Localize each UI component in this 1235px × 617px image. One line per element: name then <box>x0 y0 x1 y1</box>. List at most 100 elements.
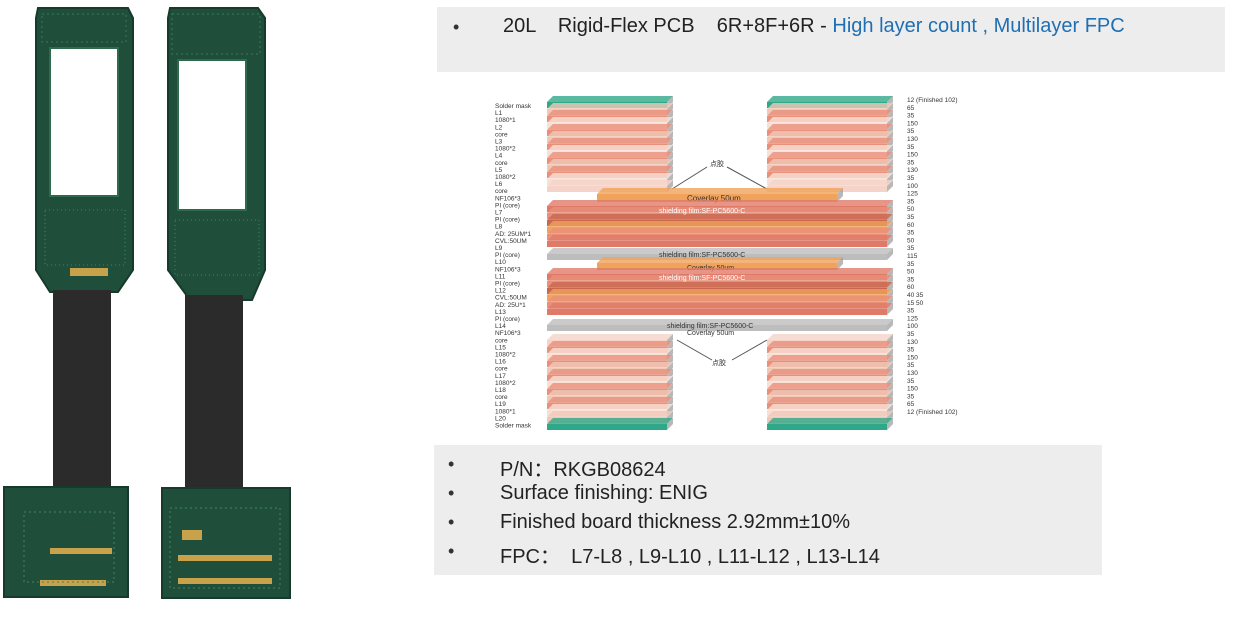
stack-layer-side <box>887 180 893 192</box>
stack-layer-top <box>547 180 673 186</box>
stack-layer <box>767 424 887 430</box>
stack-layer-top <box>767 355 893 361</box>
left-layer-label: PI (core) <box>495 316 520 323</box>
left-layer-label: L17 <box>495 373 506 380</box>
right-thickness-label: 35 <box>907 362 915 369</box>
left-layer-label: NF106*3 <box>495 195 521 202</box>
specs-panel: • P/N：RKGB08624 • Surface finishing: ENI… <box>434 445 1102 575</box>
right-thickness-label: 50 <box>907 237 915 244</box>
right-thickness-label: 35 <box>907 198 915 205</box>
stack-layer-top <box>547 418 673 424</box>
right-thickness-label: 65 <box>907 401 915 408</box>
title-accent: High layer count , Multilayer FPC <box>832 15 1125 37</box>
stack-layer-top <box>767 404 893 410</box>
left-layer-label: CVL:50UM <box>495 238 527 245</box>
page-title: 20L Rigid-Flex PCB 6R+8F+6R - High layer… <box>503 15 1125 38</box>
flex-layer-top <box>547 228 893 234</box>
right-thickness-label: 65 <box>907 105 915 112</box>
right-thickness-label: 35 <box>907 245 915 252</box>
right-thickness-label: 35 <box>907 175 915 182</box>
left-layer-label: core <box>495 160 508 167</box>
left-layer-label: 1080*2 <box>495 380 516 387</box>
right-thickness-label: 35 <box>907 144 915 151</box>
right-thickness-label: 35 <box>907 214 915 221</box>
left-layer-label: L15 <box>495 344 506 351</box>
left-layer-label: NF106*3 <box>495 266 521 273</box>
coverlay-layer-side <box>837 188 843 202</box>
left-layer-label: core <box>495 394 508 401</box>
bond-layer-side <box>887 319 893 331</box>
left-layer-label: core <box>495 188 508 195</box>
flex-layer <box>547 309 887 315</box>
stack-layer-top <box>547 362 673 368</box>
flex-layer-top <box>547 214 893 220</box>
left-layer-label: L11 <box>495 273 506 280</box>
stack-layer <box>547 424 667 430</box>
bond-layer <box>547 325 887 331</box>
left-layer-label: L12 <box>495 288 506 295</box>
stack-layer-top <box>767 180 893 186</box>
left-layer-label: PI (core) <box>495 281 520 288</box>
left-layer-label: core <box>495 337 508 344</box>
stack-layer-top <box>767 124 893 130</box>
bullet-icon: • <box>448 541 455 561</box>
stack-layer-top <box>547 341 673 347</box>
stack-layer-top <box>547 334 673 340</box>
left-layer-label: 1080*1 <box>495 408 516 415</box>
right-thickness-label: 50 <box>907 206 915 213</box>
stack-layer-top <box>767 145 893 151</box>
right-thickness-label: 35 <box>907 261 915 268</box>
shielding-label: shielding film:SF-PC5600-C <box>659 275 745 282</box>
stack-layer-top <box>547 145 673 151</box>
right-thickness-label: 150 <box>907 386 918 393</box>
flex-layer-top <box>547 282 893 288</box>
flex-layer-top <box>547 296 893 302</box>
right-thickness-label: 115 <box>907 253 918 260</box>
flex-layer-top <box>547 235 893 241</box>
stack-layer-top <box>547 138 673 144</box>
flex-layer-side <box>887 235 893 247</box>
stack-layer-top <box>547 383 673 389</box>
left-layer-label: CVL:50UM <box>495 295 527 302</box>
left-layer-label: PI (core) <box>495 217 520 224</box>
left-layer-label: L6 <box>495 181 503 188</box>
stack-layer-top <box>547 390 673 396</box>
stack-layer-top <box>767 173 893 179</box>
shielding-label: shielding film:SF-PC5600-C <box>659 208 745 215</box>
stack-layer-top <box>767 341 893 347</box>
spec-fpc-layers: FPC： L7-L8 , L9-L10 , L11-L12 , L13-L14 <box>500 546 880 568</box>
right-thickness-label: 130 <box>907 339 918 346</box>
left-layer-label: L4 <box>495 153 503 160</box>
left-layer-label: AD: 25U*1 <box>495 302 526 309</box>
stack-layer-side <box>667 418 673 430</box>
shielding-label: shielding film:SF-PC5600-C <box>667 323 753 330</box>
stack-layer-top <box>547 397 673 403</box>
flex-layer-side <box>887 303 893 315</box>
left-layer-label: core <box>495 131 508 138</box>
pcb-board-front <box>3 7 134 598</box>
left-layer-label: L14 <box>495 323 506 330</box>
bullet-icon: • <box>448 483 455 503</box>
glue-label-bottom: 点胶 <box>712 358 726 367</box>
left-layer-label: L19 <box>495 401 506 408</box>
right-thickness-label: 100 <box>907 323 918 330</box>
right-thickness-label: 125 <box>907 191 918 198</box>
coverlay-label: Coverlay 50um <box>687 330 734 337</box>
left-layer-label: L3 <box>495 139 503 146</box>
bond-layer-top <box>547 319 893 325</box>
right-thickness-label: 35 <box>907 308 915 315</box>
left-layer-label: 1080*2 <box>495 146 516 153</box>
stack-layer-top <box>547 411 673 417</box>
stack-layer-top <box>547 348 673 354</box>
left-layer-label: L2 <box>495 124 503 131</box>
stack-layer-top <box>767 117 893 123</box>
left-layer-label: L5 <box>495 167 503 174</box>
stack-layer-top <box>767 152 893 158</box>
right-thickness-label: 35 <box>907 159 915 166</box>
coverlay-layer-side <box>837 257 843 270</box>
bullet-icon: • <box>448 512 455 532</box>
right-thickness-label: 100 <box>907 183 918 190</box>
stack-layer-top <box>547 355 673 361</box>
glue-arrow <box>671 166 708 190</box>
